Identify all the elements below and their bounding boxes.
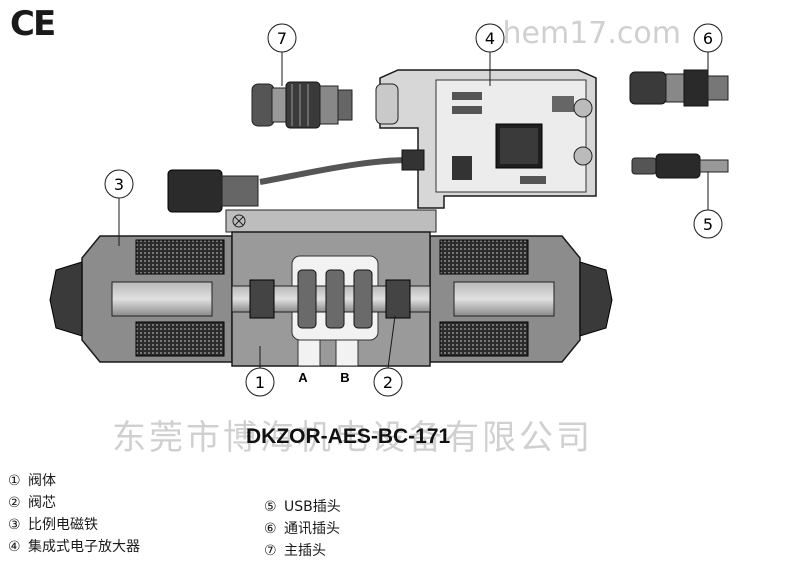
ce-mark: CE (10, 4, 56, 44)
callout-6: 6 (693, 23, 723, 53)
callout-5: 5 (693, 209, 723, 239)
watermark-company: 东莞市博海机电设备有限公司 (112, 418, 593, 458)
electronic-amplifier (375, 69, 597, 209)
svg-text:7: 7 (277, 29, 287, 48)
svg-text:1: 1 (255, 373, 265, 392)
callout-2: 2 (373, 367, 403, 397)
communication-plug-connector (629, 69, 729, 107)
main-plug-connector (251, 81, 353, 129)
svg-text:6: 6 (703, 29, 713, 48)
callout-7: 7 (267, 23, 297, 53)
right-solenoid (429, 235, 613, 363)
solenoid-plug (167, 169, 259, 213)
left-solenoid (49, 235, 233, 363)
callout-1: 1 (245, 367, 275, 397)
valve-body (231, 231, 431, 367)
leader-lines (118, 52, 709, 369)
valve-top-plate (225, 209, 437, 233)
callout-3: 3 (104, 169, 134, 199)
callout-4: 4 (475, 23, 505, 53)
svg-text:4: 4 (485, 29, 495, 48)
svg-text:2: 2 (383, 373, 393, 392)
svg-text:3: 3 (114, 175, 124, 194)
port-b-label: B (340, 370, 349, 385)
watermark-top: chem17.com (486, 16, 681, 51)
model-number: DKZOR-AES-BC-171 (246, 425, 451, 448)
usb-plug-connector (631, 153, 729, 179)
port-a-label: A (298, 370, 308, 385)
cable (259, 157, 411, 185)
valve-drawing: 7 4 6 5 3 1 2 A B (49, 23, 729, 397)
svg-text:5: 5 (703, 215, 713, 234)
